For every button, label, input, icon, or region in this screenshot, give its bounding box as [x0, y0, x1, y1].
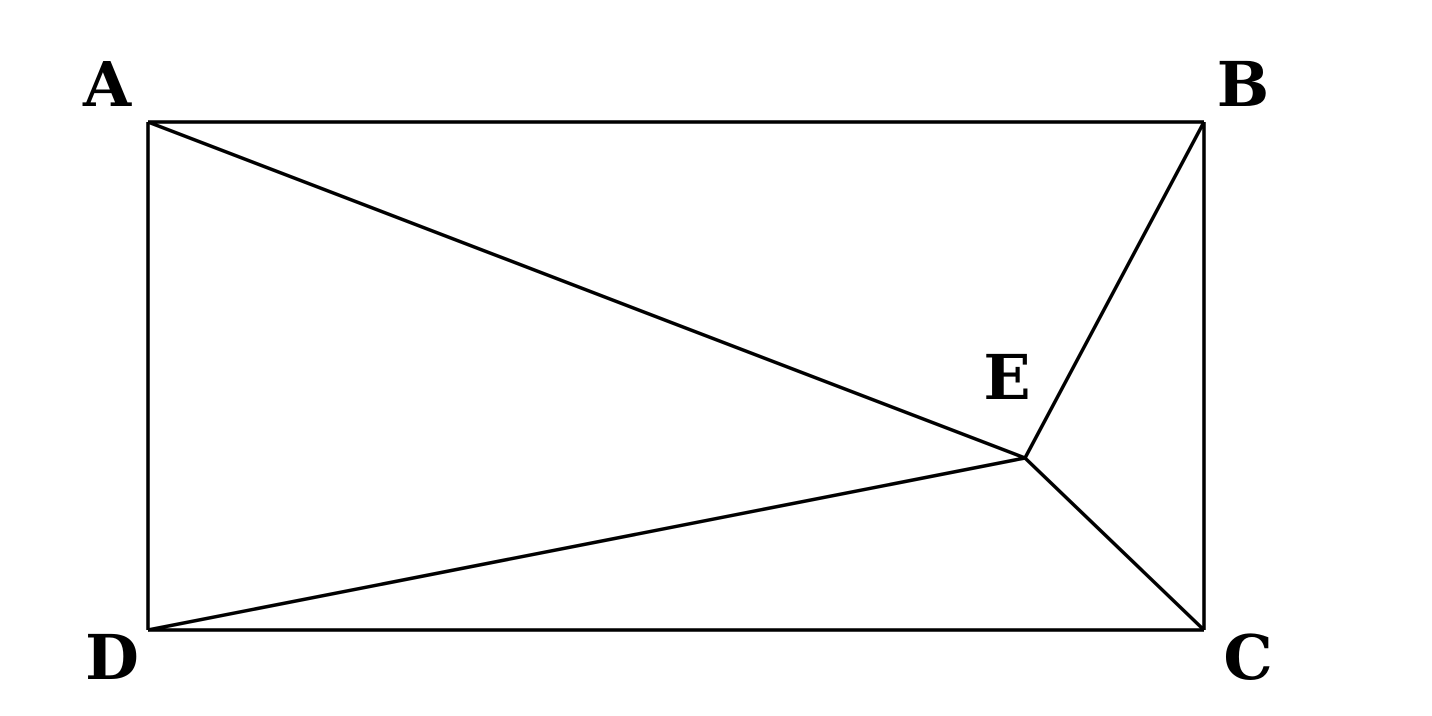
- segment-A-E: [147, 120, 1026, 460]
- segment-D-E: [147, 456, 1026, 632]
- point-label-A: A: [82, 48, 132, 121]
- segment-B-E: [1023, 121, 1206, 459]
- point-label-E: E: [983, 341, 1030, 414]
- point-label-C: C: [1223, 621, 1272, 694]
- segment-C-E: [1023, 456, 1206, 632]
- point-label-D: D: [85, 621, 139, 694]
- point-label-B: B: [1217, 48, 1269, 121]
